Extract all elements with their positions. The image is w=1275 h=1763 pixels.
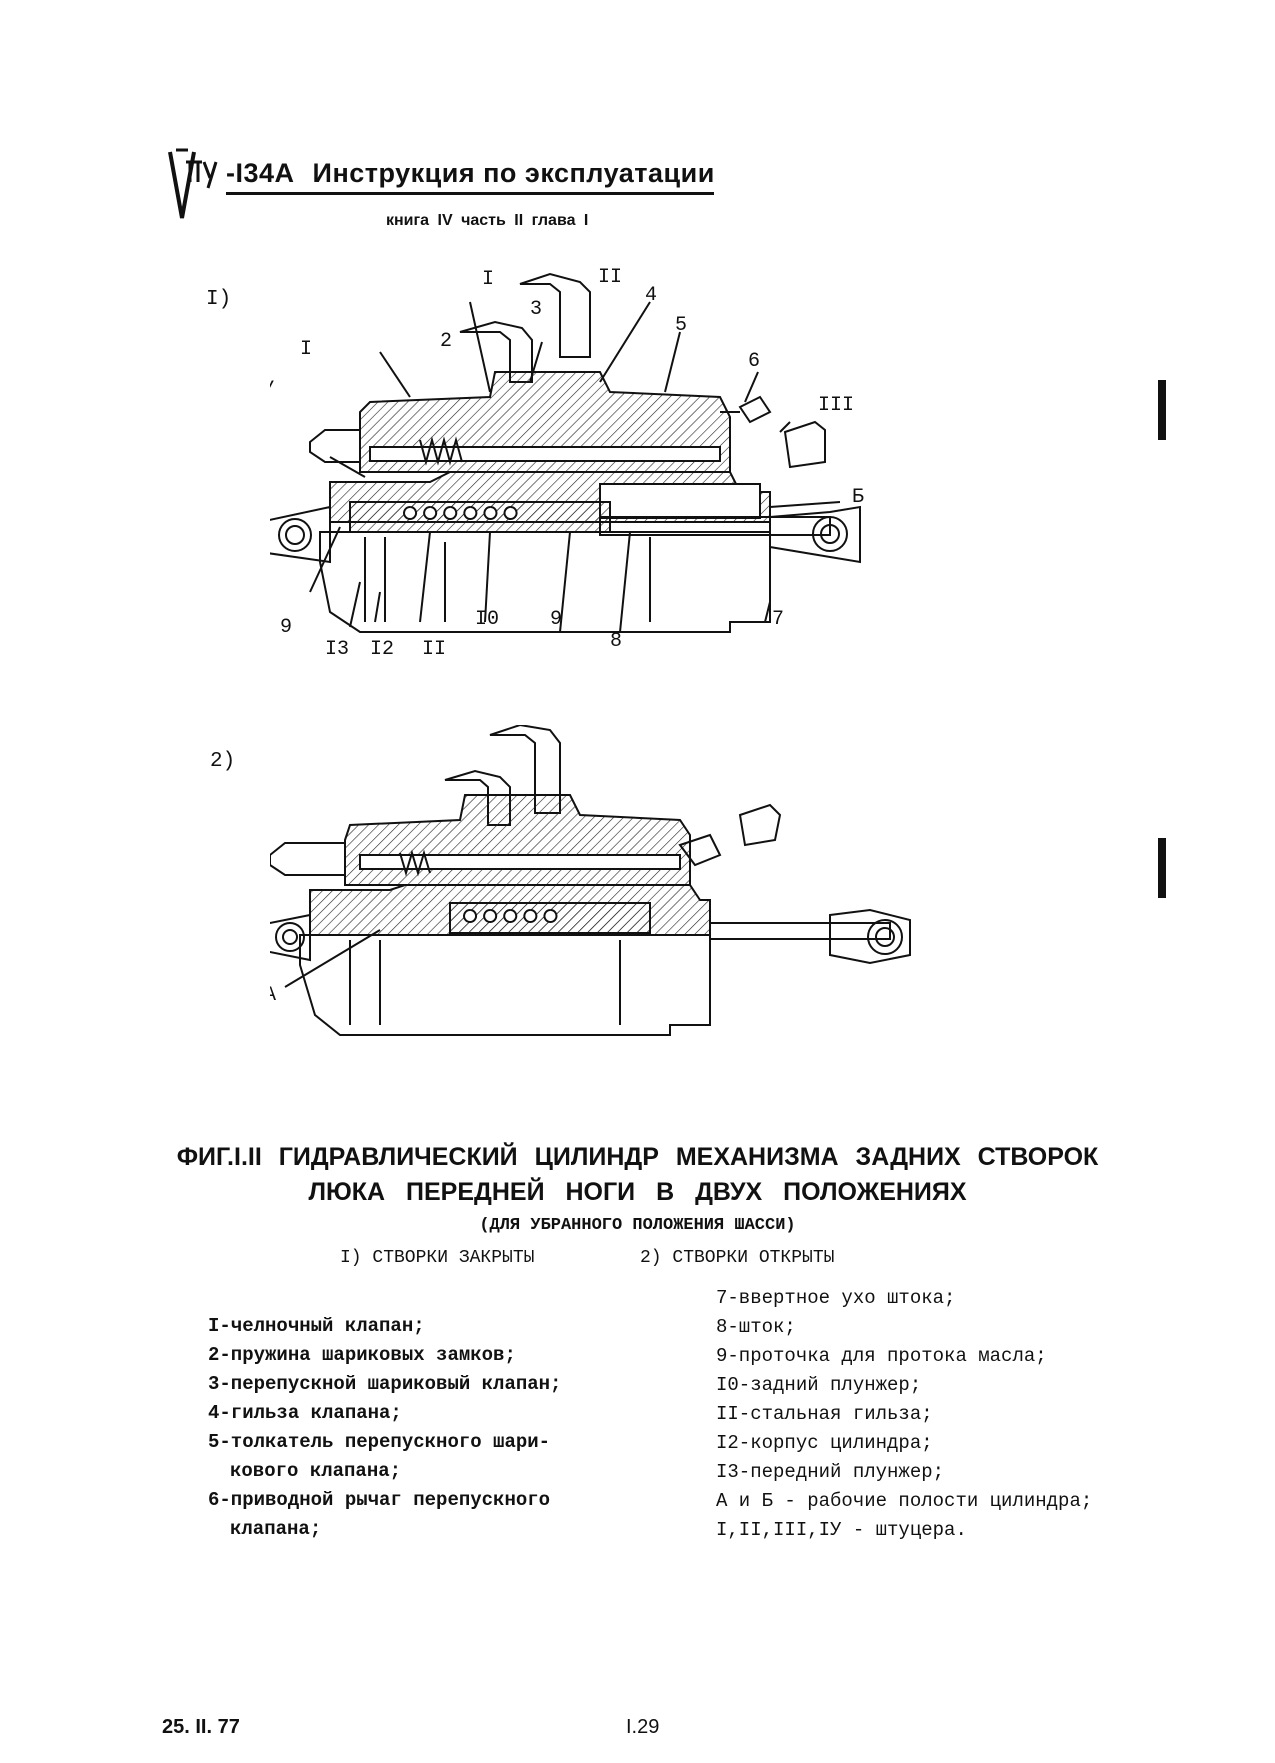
footer-date: 25. II. 77	[162, 1716, 240, 1738]
cylinder-drawing-open: A	[270, 725, 911, 1036]
margin-bar	[1158, 380, 1166, 440]
svg-text:II: II	[598, 266, 622, 289]
header-title-line: -I34A Инструкция по эксплуатации	[226, 158, 715, 189]
state-closed-label: I) СТВОРКИ ЗАКРЫТЫ	[340, 1248, 535, 1268]
view2-label: 2)	[210, 750, 236, 773]
legend-item: 5-толкатель перепускного шари-	[208, 1431, 551, 1453]
header-model: -I34A	[226, 158, 295, 188]
legend-item: А и Б - рабочие полости цилиндра;	[716, 1490, 1093, 1512]
legend-item: 9-проточка для протока масла;	[716, 1345, 1047, 1367]
svg-text:III: III	[818, 394, 854, 417]
legend-item: I3-передний плунжер;	[716, 1461, 945, 1483]
legend-item: I,II,III,IУ - штуцера.	[716, 1519, 967, 1541]
view1-label: I)	[206, 288, 232, 311]
legend-item: I2-корпус цилиндра;	[716, 1432, 933, 1454]
legend-item: I0-задний плунжер;	[716, 1374, 922, 1396]
legend-item: I-челночный клапан;	[208, 1315, 425, 1337]
svg-text:I0: I0	[475, 608, 499, 631]
header-title: Инструкция по эксплуатации	[312, 158, 715, 188]
svg-text:8: 8	[610, 630, 622, 653]
header-subtitle: книга IV часть II глава I	[386, 212, 589, 229]
svg-text:I: I	[482, 268, 494, 291]
svg-text:II: II	[422, 638, 446, 661]
svg-text:Б: Б	[852, 486, 864, 509]
legend-item: кового клапана;	[230, 1460, 402, 1482]
tu-logo	[168, 148, 218, 219]
margin-bar	[1158, 838, 1166, 898]
svg-text:6: 6	[748, 350, 760, 373]
svg-text:I3: I3	[325, 638, 349, 661]
legend-item: клапана;	[230, 1518, 322, 1540]
figure-caption-line2: ЛЮКА ПЕРЕДНЕЙ НОГИ В ДВУХ ПОЛОЖЕНИЯХ	[308, 1178, 967, 1206]
legend-item: 2-пружина шариковых замков;	[208, 1344, 516, 1366]
legend-item: II-стальная гильза;	[716, 1403, 933, 1425]
svg-text:I: I	[300, 338, 312, 361]
svg-text:2: 2	[440, 330, 452, 353]
svg-text:I2: I2	[370, 638, 394, 661]
legend-item: 3-перепускной шариковый клапан;	[208, 1373, 562, 1395]
header-rule	[226, 192, 714, 195]
legend-item: 4-гильза клапана;	[208, 1402, 402, 1424]
legend-right: 7-ввертное ухо штока; 8-шток; 9-проточка…	[716, 1284, 1092, 1545]
cylinder-drawing-closed: I II 3 4 5 6 III IУ I 2 A Б 9 I3 I2 II I…	[270, 266, 864, 661]
svg-text:7: 7	[772, 608, 784, 631]
svg-text:A: A	[270, 984, 276, 1007]
svg-text:4: 4	[645, 284, 657, 307]
svg-text:3: 3	[530, 298, 542, 321]
legend-left: I-челночный клапан; 2-пружина шариковых …	[208, 1312, 561, 1544]
legend-item: 7-ввертное ухо штока;	[716, 1287, 956, 1309]
svg-text:IУ: IУ	[270, 378, 274, 401]
figure-caption-line1: ФИГ.I.II ГИДРАВЛИЧЕСКИЙ ЦИЛИНДР МЕХАНИЗМ…	[176, 1143, 1099, 1171]
legend-item: 6-приводной рычаг перепускного	[208, 1489, 551, 1511]
state-open-label: 2) СТВОРКИ ОТКРЫТЫ	[640, 1248, 835, 1268]
svg-text:5: 5	[675, 314, 687, 337]
figure-caption-line3: (ДЛЯ УБРАННОГО ПОЛОЖЕНИЯ ШАССИ)	[479, 1216, 796, 1235]
legend-item: 8-шток;	[716, 1316, 796, 1338]
page-number: I.29	[626, 1716, 660, 1738]
svg-text:9: 9	[280, 616, 292, 639]
svg-text:9: 9	[550, 608, 562, 631]
